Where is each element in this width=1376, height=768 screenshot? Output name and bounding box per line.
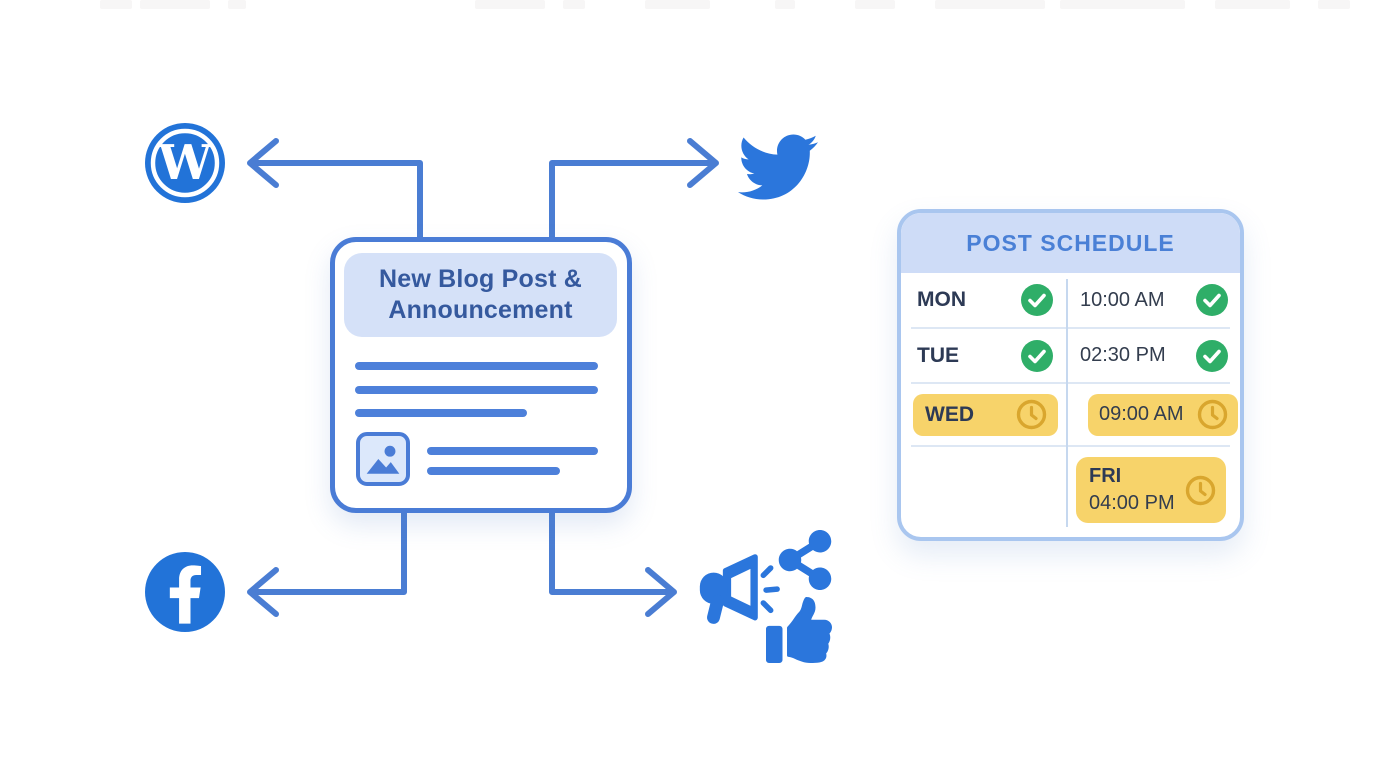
text-line [355,362,598,370]
wordpress-icon: W [145,123,225,203]
time-pill-pending: 09:00 AM [1088,393,1238,436]
time-cell: 10:00 AM [1067,284,1240,316]
time-label: 04:00 PM [1089,492,1175,514]
blog-post-card: New Blog Post & Announcement [330,237,632,513]
day-cell: TUE [901,339,1067,372]
row-divider [911,445,1230,447]
post-schedule-panel: POST SCHEDULE MON 10:00 AM [897,209,1244,541]
post-schedule-title: POST SCHEDULE [901,213,1240,273]
text-line [427,447,598,455]
check-icon [1196,339,1228,372]
column-divider [1066,279,1068,527]
day-label: MON [917,288,966,311]
post-schedule-body: MON 10:00 AM TUE [901,273,1240,537]
thumbs-up-icon [766,597,832,663]
blog-post-card-title: New Blog Post & Announcement [344,253,617,337]
text-line [427,467,560,475]
facebook-icon [145,552,225,632]
clock-icon [1197,399,1228,430]
share-icon [778,530,832,590]
day-pill-pending: WED [913,393,1058,436]
row-divider [911,382,1230,384]
text-line [355,386,598,394]
clock-icon [1016,399,1047,430]
time-label: 10:00 AM [1080,288,1165,311]
twitter-icon [738,134,818,200]
day-cell: MON [901,284,1067,316]
schedule-row-tue: TUE 02:30 PM [901,329,1240,382]
text-line [355,409,527,417]
day-label: WED [925,402,974,426]
row-divider [911,327,1230,329]
check-icon [1021,284,1053,316]
time-label: 09:00 AM [1099,403,1184,425]
check-icon [1021,339,1053,372]
image-placeholder-icon [356,432,410,486]
time-label: 02:30 PM [1080,344,1166,366]
entry-pill-pending: FRI 04:00 PM [1076,457,1226,523]
time-cell: 02:30 PM [1067,339,1240,372]
clock-icon [1185,475,1216,505]
schedule-row-wed: WED 09:00 AM [901,384,1240,445]
svg-text:W: W [157,135,213,191]
megaphone-icon [699,554,780,624]
promotion-icons [698,525,843,665]
schedule-row-mon: MON 10:00 AM [901,273,1240,327]
day-label: FRI [1089,465,1122,487]
schedule-row-fri: FRI 04:00 PM [901,447,1240,533]
check-icon [1196,284,1228,316]
day-label: TUE [917,343,959,367]
